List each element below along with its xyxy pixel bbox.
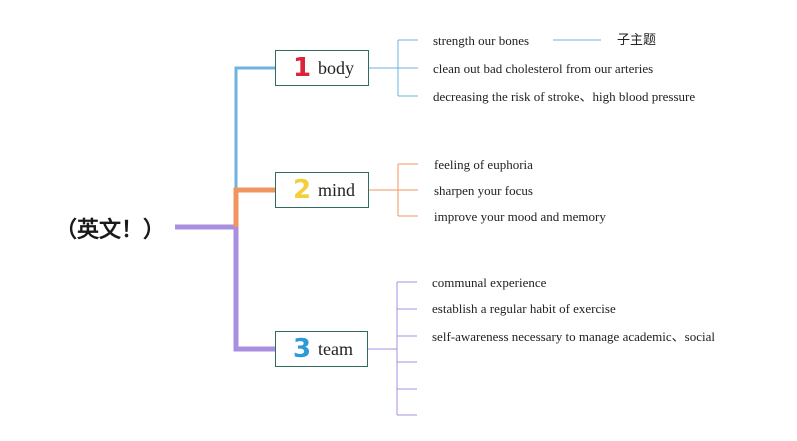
number-1-icon: 1: [292, 53, 312, 83]
mind-connector: [233, 187, 276, 227]
team-leaf-connectors: [368, 281, 417, 416]
body-leaf[interactable]: strength our bones: [433, 33, 530, 48]
root-topic[interactable]: （英文！）: [55, 218, 166, 243]
number-2-icon: 2: [292, 175, 312, 205]
mind-leaf[interactable]: improve your mood and memory: [434, 209, 606, 224]
body-leaf[interactable]: decreasing the risk of stroke、high blood…: [433, 89, 696, 104]
body-leaf[interactable]: clean out bad cholesterol from our arter…: [433, 61, 654, 76]
team-leaf[interactable]: communal experience: [432, 275, 547, 290]
topic-team-label: team: [318, 338, 353, 359]
team-leaf[interactable]: self-awareness necessary to manage acade…: [432, 329, 715, 344]
mind-leaf-connectors: [369, 163, 418, 217]
team-leaf[interactable]: establish a regular habit of exercise: [432, 301, 616, 316]
number-3-icon: 3: [292, 334, 312, 364]
body-leaf-connectors: [369, 39, 601, 97]
body-sub-topic[interactable]: 子主题: [617, 33, 657, 48]
root-connector: [175, 224, 276, 352]
topic-mind-label: mind: [318, 179, 356, 200]
mind-leaf[interactable]: feeling of euphoria: [434, 157, 533, 172]
topic-body-label: body: [318, 57, 354, 78]
body-connector: [234, 66, 276, 227]
topic-body[interactable]: 1 body: [275, 50, 369, 86]
mind-leaf[interactable]: sharpen your focus: [434, 183, 533, 198]
topic-team[interactable]: 3 team: [275, 331, 368, 367]
topic-mind[interactable]: 2 mind: [275, 172, 369, 208]
